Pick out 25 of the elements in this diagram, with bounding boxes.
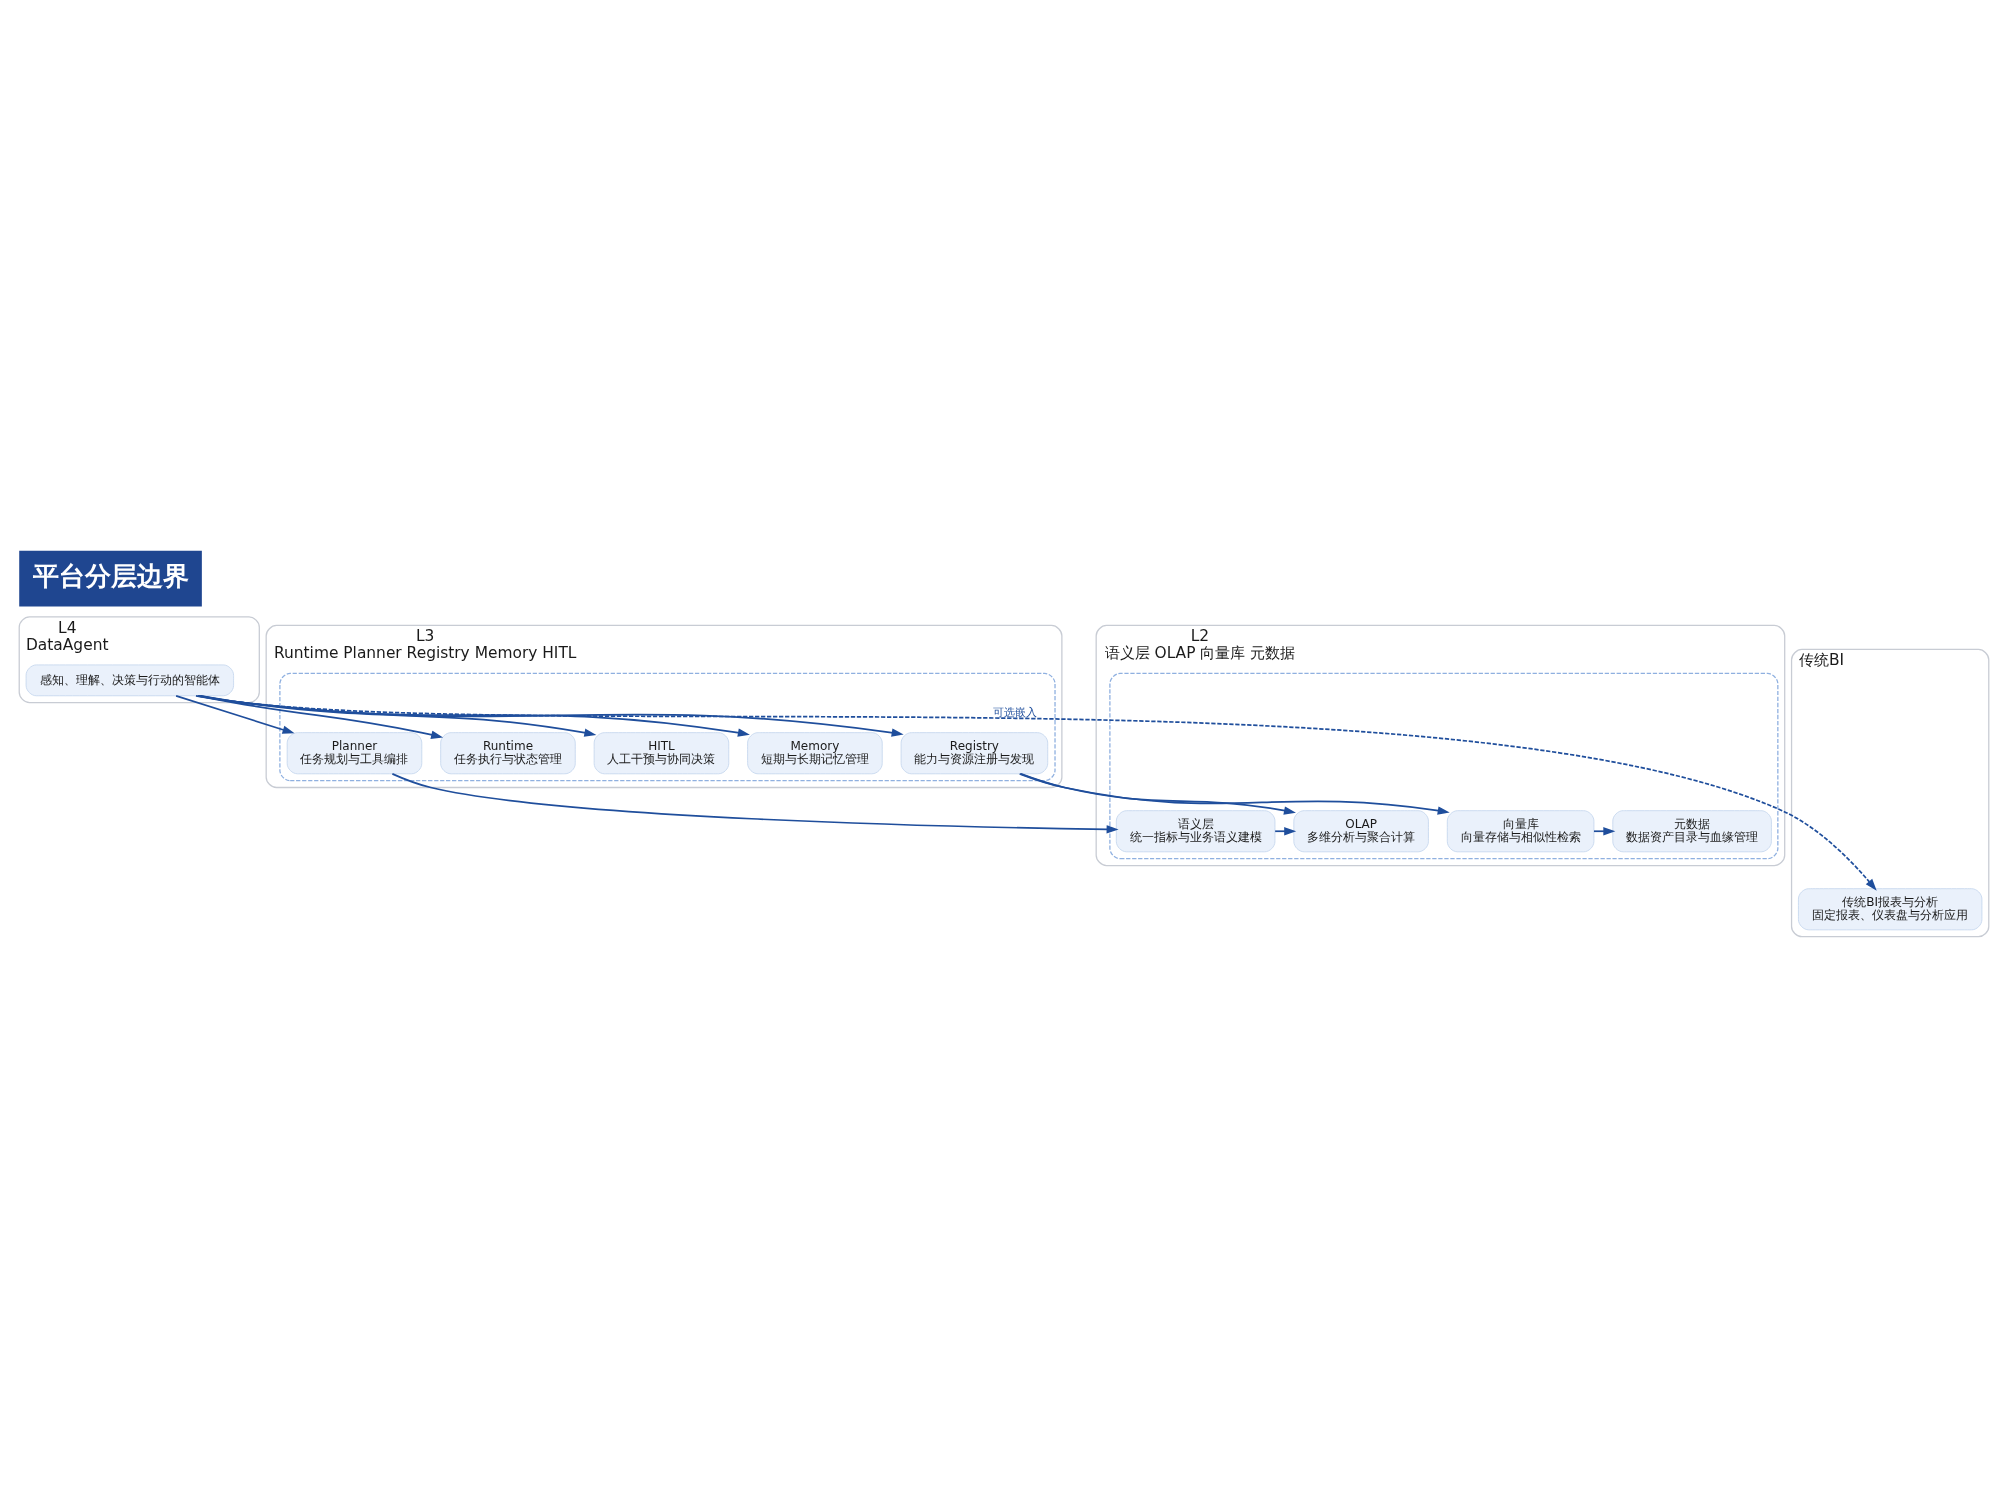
- arrow: [1274, 826, 1297, 835]
- node-box: Memory 短期与长期记忆管理: [747, 731, 883, 774]
- node-box: Planner 任务规划与工具编排: [286, 731, 423, 774]
- arrow: [196, 694, 1877, 891]
- arrow: [195, 694, 444, 739]
- arrow: [391, 772, 1119, 834]
- node-box: 传统BI报表与分析 固定报表、仪表盘与分析应用: [1798, 887, 1983, 930]
- arrow: [200, 694, 597, 737]
- node-box: 感知、理解、决策与行动的智能体: [25, 663, 234, 696]
- arrow: [175, 694, 295, 734]
- edge-label: 可选嵌入: [993, 705, 1038, 719]
- arrow: [1020, 772, 1296, 815]
- arrow: [198, 694, 750, 737]
- arrow: [1593, 826, 1616, 835]
- node-box: 元数据 数据资产目录与血缘管理: [1612, 809, 1772, 852]
- diagram-title: 平台分层边界: [33, 560, 190, 591]
- node-box: 向量库 向量存储与相似性检索: [1446, 809, 1595, 852]
- node-box: HITL 人工干预与协同决策: [593, 731, 730, 774]
- arrow: [1018, 772, 1450, 815]
- node-box: 语义层 统一指标与业务语义建模: [1115, 809, 1276, 852]
- node-box: OLAP 多维分析与聚合计算: [1293, 809, 1429, 852]
- arrow: [197, 694, 904, 737]
- node-box: Registry 能力与资源注册与发现: [900, 731, 1049, 774]
- node-box: Runtime 任务执行与状态管理: [440, 731, 576, 774]
- cluster: [1109, 672, 1779, 859]
